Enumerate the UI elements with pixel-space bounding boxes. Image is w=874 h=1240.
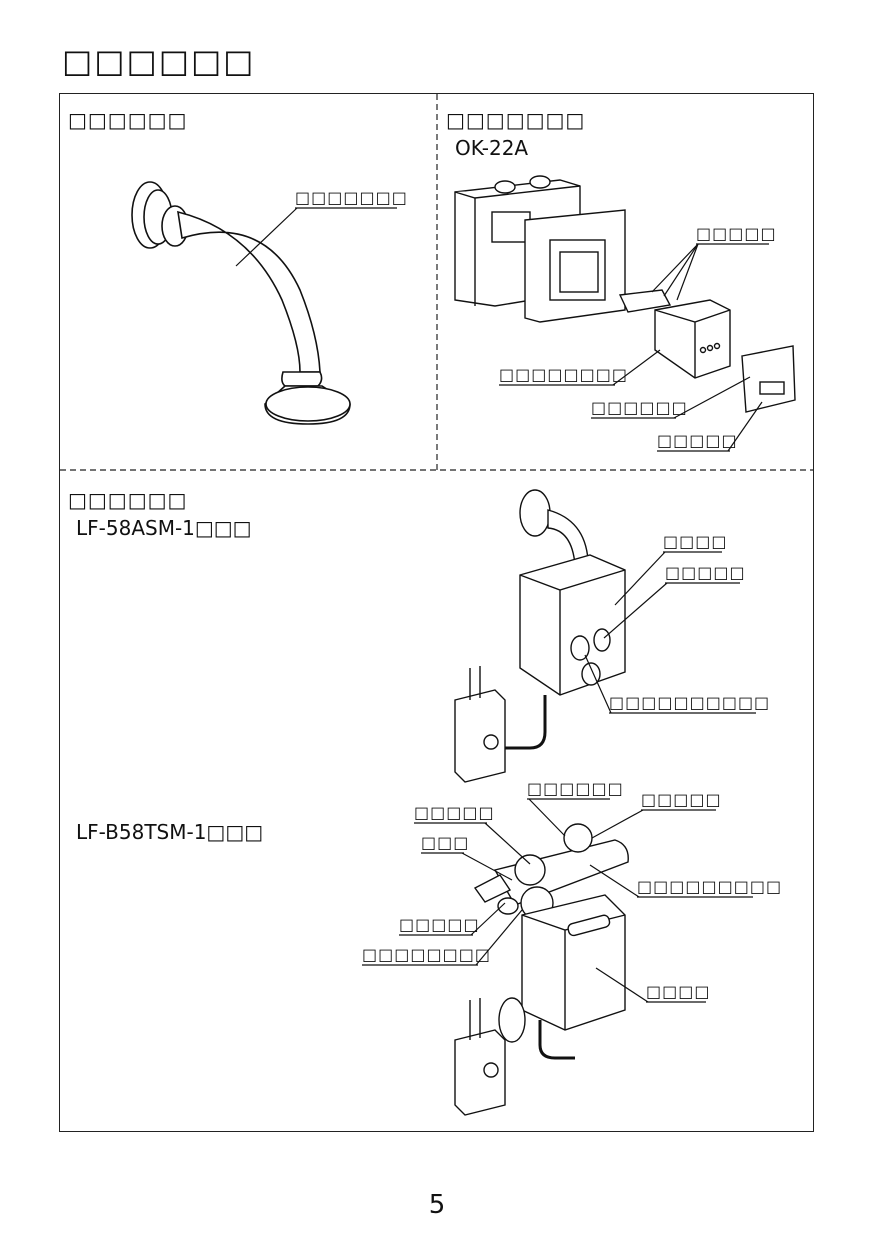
model-controller: OK-22A bbox=[455, 136, 529, 160]
callout-valve2-5: □□□□□ bbox=[399, 915, 480, 934]
callout-controller-1: □□□□□□□□ bbox=[499, 365, 628, 384]
callout-valve2-1: □□□□□ bbox=[641, 790, 722, 809]
page-number: 5 bbox=[428, 1190, 446, 1220]
callout-valve2-3: □□□ bbox=[421, 833, 470, 852]
valve2-illustration bbox=[454, 823, 629, 1116]
callout-controller-2: □□□□□□ bbox=[591, 398, 688, 417]
callout-valve1-0: □□□□ bbox=[663, 532, 728, 551]
callout-valve1-2: □□□□□□□□□□ bbox=[609, 693, 771, 712]
callout-controller-3: □□□□□ bbox=[657, 431, 738, 450]
callout-valve2-6: □□□□□□□□ bbox=[362, 945, 491, 964]
spout-illustration bbox=[131, 181, 351, 425]
model-valve-2: LF-B58TSM-1□□□ bbox=[76, 820, 264, 844]
callout-valve2-0: □□□□□□ bbox=[527, 779, 624, 798]
callout-controller-0: □□□□□ bbox=[696, 224, 777, 243]
callout-valve2-4: □□□□□□□□□ bbox=[637, 877, 783, 896]
model-valve-1: LF-58ASM-1□□□ bbox=[76, 516, 252, 540]
callout-spout: □□□□□□□ bbox=[295, 188, 408, 207]
controller-illustration bbox=[454, 175, 796, 413]
parts-frame bbox=[59, 93, 814, 1132]
valve1-illustration bbox=[454, 489, 626, 783]
callout-valve2-7: □□□□ bbox=[646, 982, 711, 1001]
section-title-controller: □□□□□□□ bbox=[446, 108, 586, 132]
callout-valve1-1: □□□□□ bbox=[665, 563, 746, 582]
page-title: □□□□□□ bbox=[62, 42, 256, 80]
leader-lines bbox=[235, 207, 769, 1003]
callout-valve2-2: □□□□□ bbox=[414, 803, 495, 822]
section-title-valve: □□□□□□ bbox=[68, 488, 188, 512]
section-title-spout: □□□□□□ bbox=[68, 108, 188, 132]
